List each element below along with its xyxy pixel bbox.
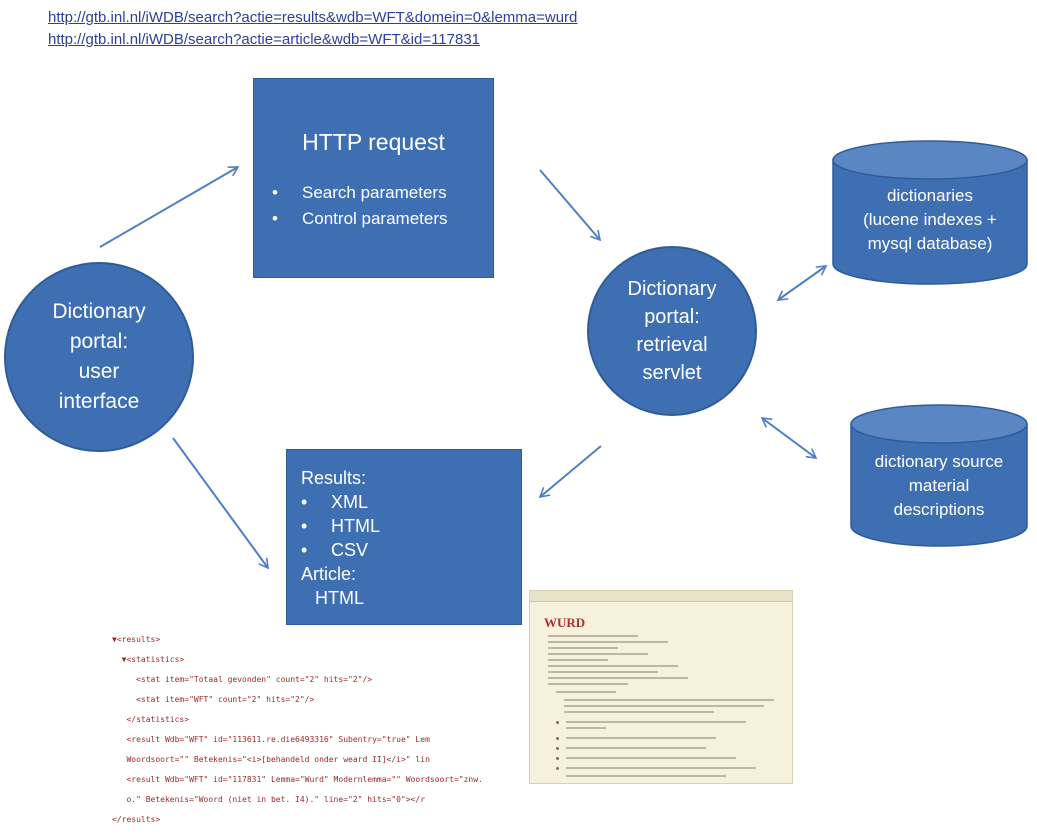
bullet-dot xyxy=(556,747,559,750)
text-line xyxy=(566,727,606,729)
xml-line: <stat item="Totaal gevonden" count="2" h… xyxy=(112,675,373,684)
database-cylinder-icon xyxy=(850,404,1028,547)
article-heading: Article: xyxy=(301,564,357,584)
text-line xyxy=(548,653,648,655)
text-line xyxy=(548,635,638,637)
text-line xyxy=(548,641,668,643)
article-page-screenshot: WURD xyxy=(529,590,793,784)
retrieval-servlet-node: Dictionary portal: retrieval servlet xyxy=(587,246,757,416)
xml-line: <result Wdb="WFT" id="117831" Lemma="Wur… xyxy=(112,775,483,784)
text-line xyxy=(548,683,628,685)
flow-arrows xyxy=(99,166,828,570)
bullet-dot xyxy=(556,757,559,760)
results-box: Results: •XML •HTML •CSV Article: HTML xyxy=(286,449,522,625)
arrow-servlet-source xyxy=(760,417,818,459)
bullet-dot xyxy=(556,767,559,770)
format-csv: CSV xyxy=(331,540,369,560)
http-request-title: HTTP request xyxy=(302,129,445,155)
source-material-database: dictionary source material descriptions xyxy=(850,404,1028,548)
text-line xyxy=(564,705,764,707)
dictionaries-label: dictionaries (lucene indexes + mysql dat… xyxy=(863,186,997,253)
user-interface-line: interface xyxy=(58,390,140,413)
text-line xyxy=(566,721,746,723)
search-parameters-label: Search parameters xyxy=(302,183,447,202)
browser-toolbar xyxy=(530,591,792,602)
arrow-ui-to-results xyxy=(172,437,269,570)
format-html: HTML xyxy=(331,516,380,536)
text-line xyxy=(548,677,688,679)
xml-line: Woordsoort="" Betekenis="<i>[behandeld o… xyxy=(112,755,430,764)
xml-line: ▼<statistics> xyxy=(112,655,185,664)
article-headword: WURD xyxy=(544,615,586,630)
text-line xyxy=(548,647,618,649)
results-heading: Results: xyxy=(301,468,367,488)
xml-line: <stat item="WFT" count="2" hits="2"/> xyxy=(112,695,315,704)
xml-line: o." Betekenis="Woord (niet in bet. I4)."… xyxy=(112,795,426,804)
xml-line: <result Wdb="WFT" id="113611.re.die64933… xyxy=(112,735,430,744)
results-url-link[interactable]: http://gtb.inl.nl/iWDB/search?actie=resu… xyxy=(48,9,578,26)
http-request-box: HTTP request •Search parameters •Control… xyxy=(253,78,494,278)
text-line xyxy=(566,775,726,777)
servlet-line: retrieval xyxy=(636,334,708,356)
servlet-line: portal: xyxy=(644,306,700,328)
bullet-dot xyxy=(556,737,559,740)
user-interface-line: user xyxy=(78,360,120,383)
xml-line: ▼<results> xyxy=(112,635,161,644)
arrow-request-to-servlet xyxy=(539,169,602,242)
arrow-ui-to-request xyxy=(99,166,240,248)
http-request-parameter-list: •Search parameters •Control parameters xyxy=(272,183,448,235)
source-material-label: dictionary source material descriptions xyxy=(874,452,1004,519)
list-item: •CSV xyxy=(301,540,369,560)
format-xml: XML xyxy=(331,492,369,512)
text-line xyxy=(548,671,658,673)
article-url-link[interactable]: http://gtb.inl.nl/iWDB/search?actie=arti… xyxy=(48,31,481,48)
text-line xyxy=(564,699,774,701)
list-item: •Search parameters xyxy=(272,183,447,202)
xml-line: </statistics> xyxy=(112,715,190,724)
xml-line: </results> xyxy=(112,815,161,824)
servlet-line: servlet xyxy=(642,362,702,384)
dictionaries-database: dictionaries (lucene indexes + mysql dat… xyxy=(832,140,1028,286)
bullet-dot xyxy=(556,721,559,724)
text-line xyxy=(556,691,616,693)
list-item: •Control parameters xyxy=(272,209,448,228)
list-item: •HTML xyxy=(301,516,380,536)
text-line xyxy=(566,737,716,739)
text-line xyxy=(564,711,714,713)
text-line xyxy=(548,665,678,667)
user-interface-node: Dictionary portal: user interface xyxy=(4,262,194,452)
text-line xyxy=(566,767,756,769)
arrow-servlet-to-results xyxy=(538,445,602,499)
arrow-servlet-dictionaries xyxy=(776,265,828,301)
user-interface-line: Dictionary xyxy=(52,300,146,323)
text-line xyxy=(548,659,608,661)
list-item: •XML xyxy=(301,492,369,512)
database-cylinder-icon xyxy=(832,140,1028,285)
servlet-line: Dictionary xyxy=(627,278,717,300)
control-parameters-label: Control parameters xyxy=(302,209,448,228)
text-line xyxy=(566,747,706,749)
article-format: HTML xyxy=(315,588,364,608)
text-line xyxy=(566,757,736,759)
user-interface-line: portal: xyxy=(69,330,129,353)
